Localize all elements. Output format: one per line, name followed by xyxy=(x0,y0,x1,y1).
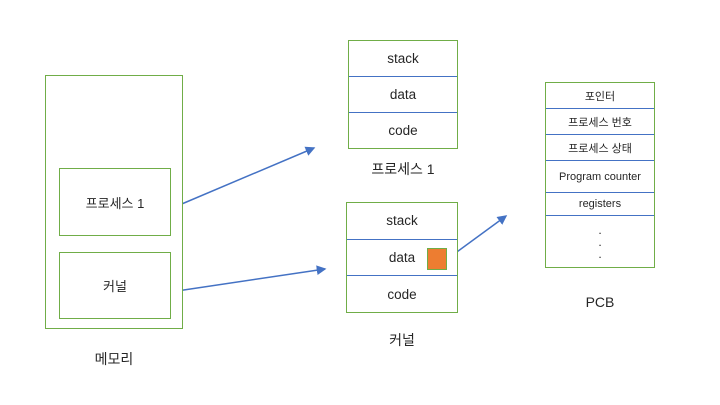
pcb-process-state-row: 프로세스 상태 xyxy=(546,134,654,160)
pcb-program-counter-row: Program counter xyxy=(546,160,654,192)
arrow-memory-to-kernel xyxy=(176,265,327,292)
kernel-caption: 커널 xyxy=(389,332,415,348)
process-code-label: code xyxy=(388,123,418,138)
kernel-stack-label: stack xyxy=(386,213,418,229)
pcb-registers-label: registers xyxy=(578,198,622,210)
pcb-process-state-label: 프로세스 상태 xyxy=(568,142,632,155)
kernel-code-label: code xyxy=(387,286,417,302)
process-data-label: data xyxy=(389,87,417,102)
pcb-box: 포인터 프로세스 번호 프로세스 상태 Program counter regi… xyxy=(545,82,655,268)
pcb-caption: PCB xyxy=(585,294,615,310)
kernel-code-section: code xyxy=(347,275,457,312)
arrow-memory-to-process xyxy=(176,146,316,207)
process-data-section: data xyxy=(349,76,457,112)
pcb-registers-row: registers xyxy=(546,192,654,215)
pcb-process-number-row: 프로세스 번호 xyxy=(546,108,654,134)
memory-process-item: 프로세스 1 xyxy=(59,168,171,236)
memory-kernel-item: 커널 xyxy=(59,252,171,319)
memory-process-item-label: 프로세스 1 xyxy=(85,195,145,211)
pcb-pointer-label: 포인터 xyxy=(584,90,616,103)
arrow-kernel-data-to-pcb xyxy=(449,215,508,258)
process-stack-label: stack xyxy=(387,51,419,66)
pcb-ellipsis-row: . . . xyxy=(546,215,654,267)
kernel-data-label: data xyxy=(388,250,416,265)
memory-kernel-item-label: 커널 xyxy=(103,279,127,294)
pcb-pointer-row: 포인터 xyxy=(546,83,654,108)
pcb-ellipsis-dot: . xyxy=(598,234,602,249)
pcb-ellipsis-dot: . xyxy=(598,222,602,237)
pcb-process-number-label: 프로세스 번호 xyxy=(568,116,632,129)
process-segments-box: stack data code xyxy=(348,40,458,149)
pcb-ellipsis-dot: . xyxy=(598,246,602,261)
process-caption: 프로세스 1 xyxy=(371,161,435,177)
kernel-stack-section: stack xyxy=(347,203,457,239)
memory-box: 프로세스 1 커널 xyxy=(45,75,183,329)
pcb-program-counter-label: Program counter xyxy=(559,170,641,183)
kernel-data-highlight-square xyxy=(427,248,447,270)
process-stack-section: stack xyxy=(349,41,457,76)
process-code-section: code xyxy=(349,112,457,148)
memory-caption: 메모리 xyxy=(94,351,134,367)
kernel-data-section: data xyxy=(347,238,457,276)
